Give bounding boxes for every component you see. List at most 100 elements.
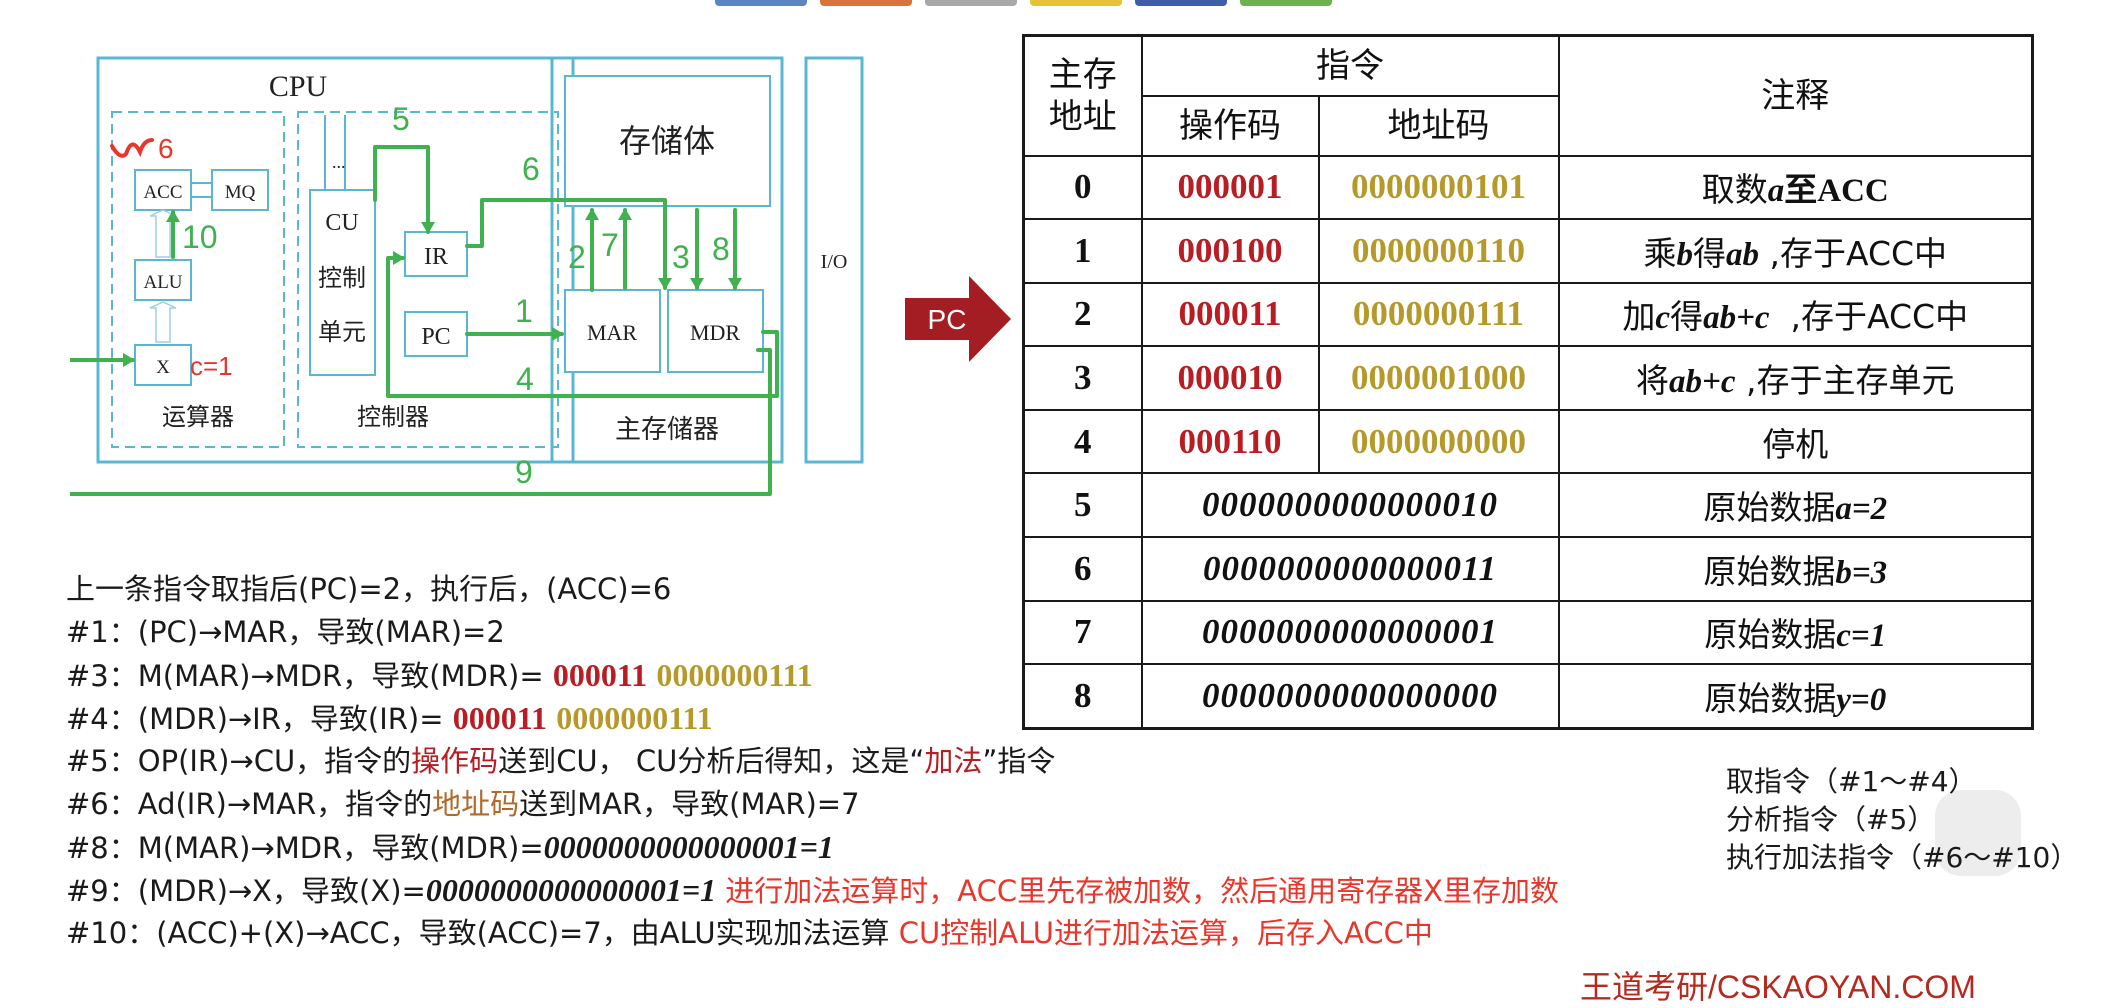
pc-arrow-shape xyxy=(905,276,1011,362)
step-remark: CU控制ALU进行加法运算，后存入ACC中 xyxy=(898,916,1433,950)
phase-fetch: 取指令（#1～#4） xyxy=(1726,765,1977,798)
tab-stub-gray xyxy=(925,0,1017,6)
note-part: ab xyxy=(1725,236,1759,273)
cu-box xyxy=(309,189,376,376)
mar-label: MAR xyxy=(587,320,637,345)
row-opcode: 000001 xyxy=(1140,154,1320,221)
step-text: #1：(PC)→MAR，导致(MAR)=2 xyxy=(66,615,505,649)
row-data-value: 0000000000000010 xyxy=(1140,472,1560,539)
alu-label: ALU xyxy=(143,272,182,293)
step-text: #4：(MDR)→IR，导致(IR)= xyxy=(66,702,453,736)
row-note: 停机 xyxy=(1557,408,2034,475)
phase-execute: 执行加法指令（#6～#10） xyxy=(1726,841,2079,874)
cu-label-line2: 单元 xyxy=(318,319,366,346)
x-alu-hollow-arrow xyxy=(149,301,177,343)
header-instruction: 指令 xyxy=(1140,34,1560,97)
tab-stub-blue xyxy=(715,0,807,6)
pc-register xyxy=(404,311,468,357)
note-part: b=3 xyxy=(1835,554,1888,591)
note-part: a xyxy=(1767,173,1785,210)
step-8: #8：M(MAR)→MDR，导致(MDR)=0000000000000001=1 xyxy=(66,826,1766,869)
step-4: #4：(MDR)→IR，导致(IR)= 000011 0000000111 xyxy=(66,697,1766,740)
step-text: #10：(ACC)+(X)→ACC，导致(ACC)=7，由ALU实现加法运算 xyxy=(66,916,899,950)
row-opcode: 000011 xyxy=(1140,281,1320,348)
step-text: #6：Ad(IR)→MAR，指令的 xyxy=(66,787,433,821)
step-text: 送到MAR，导致(MAR)=7 xyxy=(519,787,860,821)
alu-unit-label: 运算器 xyxy=(162,404,234,431)
row-address: 1 xyxy=(1022,218,1143,284)
row-note: 原始数据b=3 xyxy=(1557,536,2034,602)
io-label: I/O xyxy=(821,251,848,273)
path-4 xyxy=(386,256,779,398)
mq-register xyxy=(211,169,269,211)
path-5 xyxy=(373,145,430,234)
header-address: 主存地址 xyxy=(1022,34,1143,157)
row-addrcode: 0000000101 xyxy=(1317,154,1560,221)
arrowhead-9 xyxy=(123,353,135,367)
note-part: ab+c xyxy=(1669,364,1736,401)
path-label-6: 6 xyxy=(522,151,540,187)
step-text: #5：OP(IR)→CU，指令的 xyxy=(66,744,412,778)
step-6: #6：Ad(IR)→MAR，指令的地址码送到MAR，导致(MAR)=7 xyxy=(66,783,1766,826)
alu-area xyxy=(111,111,285,448)
step-text: 送到CU， CU分析后得知，这是“ xyxy=(498,744,925,778)
step-value: 0000000000000001=1 xyxy=(543,829,834,865)
arrowhead-10 xyxy=(166,210,180,222)
row-opcode: 000010 xyxy=(1140,345,1320,411)
note-part: 取数 xyxy=(1701,170,1768,210)
pc-arrow-label: PC xyxy=(928,304,967,335)
step-addrcode: 0000000111 xyxy=(656,657,813,693)
row-address: 6 xyxy=(1022,536,1143,602)
computer-architecture-diagram: CPU 运算器 ACC MQ ALU X c=1 6 控制器 ... CU 控制… xyxy=(70,56,864,496)
cpu-label: CPU xyxy=(269,70,328,103)
row-address: 5 xyxy=(1022,472,1143,539)
header-note: 注释 xyxy=(1557,34,2034,157)
note-part: y=0 xyxy=(1836,682,1887,719)
header-addrcode: 地址码 xyxy=(1317,94,1560,157)
path-label-3: 3 xyxy=(672,239,690,275)
step-intro: 上一条指令取指后(PC)=2，执行后，(ACC)=6 xyxy=(66,568,1766,611)
arrowhead-5 xyxy=(421,222,435,234)
path-label-5: 5 xyxy=(392,101,410,137)
row-note: 原始数据c=1 xyxy=(1557,599,2034,666)
row-addrcode: 0000001000 xyxy=(1317,345,1560,411)
row-address: 2 xyxy=(1022,281,1143,348)
note-part: b xyxy=(1676,236,1693,273)
step-text: ”指令 xyxy=(982,744,1056,778)
path-label-8: 8 xyxy=(712,231,730,267)
header-address-line2: 地址 xyxy=(1048,96,1117,137)
path-9 xyxy=(70,348,772,496)
tab-stub-green xyxy=(1240,0,1332,6)
step-highlight: 地址码 xyxy=(432,787,520,821)
arrowhead-2 xyxy=(585,208,599,220)
step-text: #3：M(MAR)→MDR，导致(MDR)= xyxy=(66,659,553,693)
path-6 xyxy=(465,198,667,290)
alu-acc-hollow-arrow xyxy=(149,209,177,258)
table-row: 3 000010 0000001000 将ab+c ,存于主存单元 xyxy=(1022,345,2034,411)
arrowhead-4 xyxy=(393,251,405,265)
x-annotation: c=1 xyxy=(190,351,233,381)
table-row: 0 000001 0000000101 取数a至ACC xyxy=(1022,154,2034,221)
table-row: 7 0000000000000001 原始数据c=1 xyxy=(1022,599,2034,666)
main-memory-box xyxy=(550,56,784,464)
path-label-4: 4 xyxy=(516,361,534,397)
arrowhead-6 xyxy=(658,278,672,290)
arrowhead-1 xyxy=(552,327,564,341)
step-9: #9：(MDR)→X，导致(X)=0000000000000001=1 进行加法… xyxy=(66,869,1766,912)
note-part: 原始数据 xyxy=(1704,615,1837,655)
path-label-10: 10 xyxy=(182,219,218,255)
row-address: 0 xyxy=(1022,154,1143,221)
arrowhead-3 xyxy=(690,278,704,290)
cu-dots: ... xyxy=(332,152,346,172)
note-part: 得 xyxy=(1692,233,1726,273)
step-highlight: 操作码 xyxy=(411,744,499,778)
row-opcode: 000110 xyxy=(1140,408,1320,475)
mar-register xyxy=(564,289,661,373)
table-row: 4 000110 0000000000 停机 xyxy=(1022,408,2034,475)
main-memory-label: 主存储器 xyxy=(615,415,719,444)
step-opcode: 000011 xyxy=(552,657,648,693)
table-row: 2 000011 0000000111 加c得ab+c ,存于ACC中 xyxy=(1022,281,2034,348)
table-row: 6 0000000000000011 原始数据b=3 xyxy=(1022,536,2034,602)
arrowhead-8 xyxy=(728,278,742,290)
controller-area xyxy=(297,111,559,448)
